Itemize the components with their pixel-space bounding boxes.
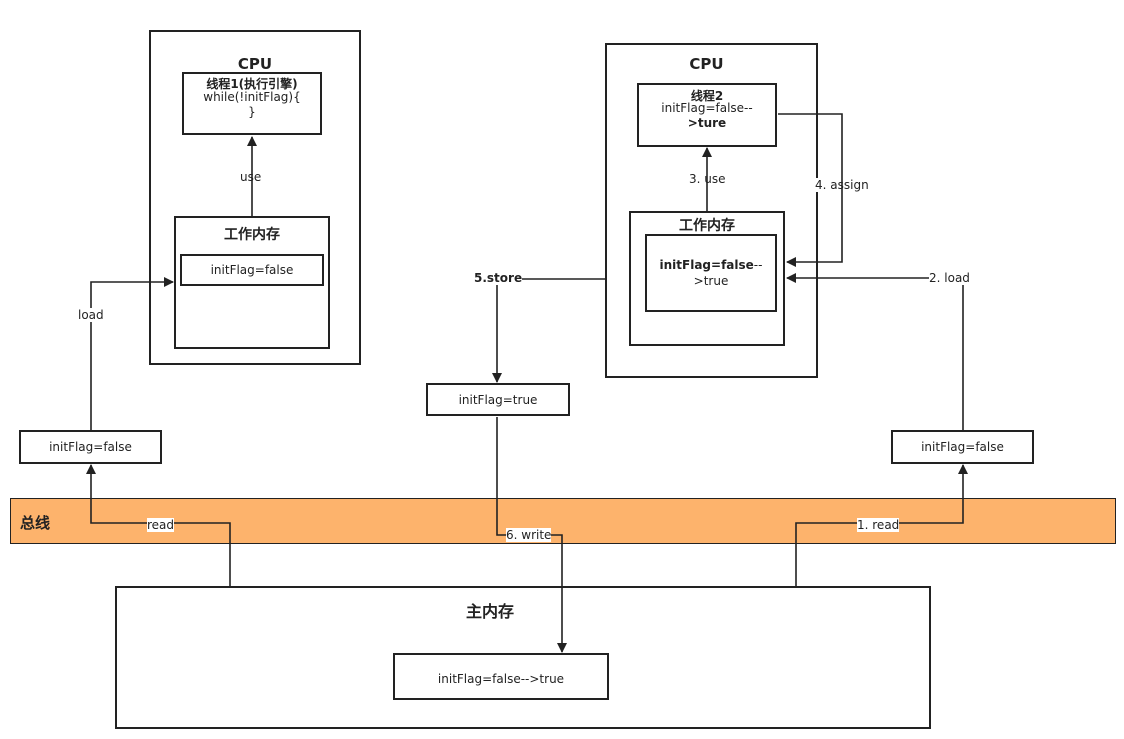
thread2-line1: initFlag=false-- <box>661 101 753 115</box>
copy-left-box <box>19 430 162 464</box>
copy-middle-text: initFlag=true <box>458 393 538 407</box>
main-memory-title: 主内存 <box>465 602 514 621</box>
thread1-box <box>182 72 322 135</box>
read-left-label: read <box>147 518 175 532</box>
thread1-name: 线程1(执行引擎) <box>206 77 298 91</box>
bus-band <box>10 498 1116 544</box>
copy-right-box <box>891 430 1034 464</box>
working-memory-right-var-line2: >true <box>693 274 729 288</box>
working-memory-left-title: 工作内存 <box>224 227 280 243</box>
copy-left-text: initFlag=false <box>49 440 132 454</box>
working-memory-right-var-line1: initFlag=false-- <box>645 258 777 272</box>
arrow-load-left <box>90 277 174 430</box>
working-memory-left-var: initFlag=false <box>210 263 294 277</box>
thread2-line2: >ture <box>687 116 727 130</box>
thread1-code-line1: while(!initFlag){ <box>203 90 301 104</box>
working-memory-right-var-rest: -- <box>753 258 763 272</box>
cpu-right-title: CPU <box>689 55 724 73</box>
use-left-label: use <box>240 170 262 184</box>
cpu-left-title: CPU <box>237 55 273 73</box>
main-memory-var-box <box>393 653 609 700</box>
arrow-assign <box>778 113 843 267</box>
read-right-label: 1. read <box>857 518 900 532</box>
main-memory-var: initFlag=false-->true <box>437 672 565 686</box>
thread2-box <box>637 83 777 147</box>
thread1-code-line2: } <box>248 105 256 119</box>
store-label: 5.store <box>474 271 523 285</box>
load-right-label: 2. load <box>929 271 970 285</box>
copy-right-text: initFlag=false <box>921 440 1004 454</box>
write-label: 6. write <box>506 528 552 542</box>
working-memory-right-var-box <box>645 234 777 312</box>
copy-middle-box <box>426 383 570 416</box>
arrow-store <box>492 278 605 383</box>
working-memory-right-title: 工作内存 <box>679 218 735 234</box>
load-left-label: load <box>78 308 104 322</box>
working-memory-left-var-box <box>180 254 324 286</box>
arrow-load-right <box>786 273 964 430</box>
thread2-name: 线程2 <box>690 89 724 103</box>
bus-label: 总线 <box>20 514 51 532</box>
working-memory-right-var-bold: initFlag=false <box>659 258 754 272</box>
